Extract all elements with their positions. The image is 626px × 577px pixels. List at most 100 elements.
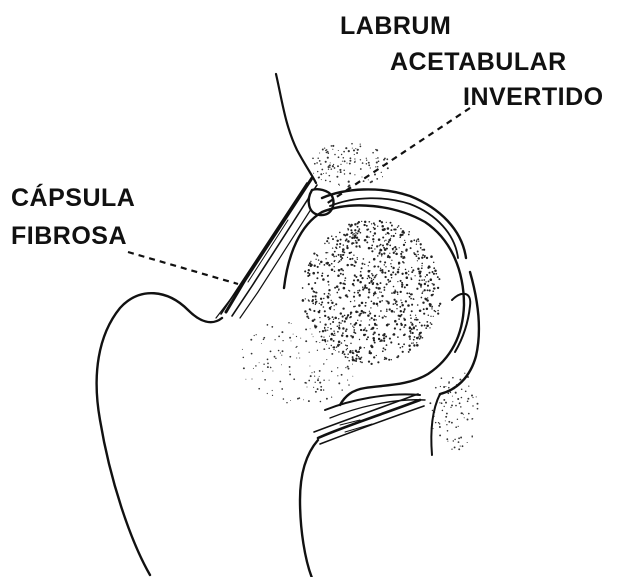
stipple-dot xyxy=(409,338,411,340)
stipple-dot xyxy=(360,271,362,273)
stipple-dot xyxy=(319,331,320,332)
stipple-dot xyxy=(332,238,334,240)
stipple-dot xyxy=(391,260,392,261)
stipple-dot xyxy=(382,176,383,177)
stipple-dot xyxy=(420,243,422,245)
stipple-dot xyxy=(394,246,396,248)
stipple-dot xyxy=(291,340,292,341)
stipple-dot xyxy=(347,348,348,349)
stipple-dot xyxy=(477,408,479,410)
stipple-dot xyxy=(289,371,290,372)
stipple-dot xyxy=(278,336,280,338)
stipple-dot xyxy=(401,304,403,306)
stipple-dot xyxy=(293,334,294,335)
stipple-dot xyxy=(355,161,356,162)
stipple-dot xyxy=(343,244,344,245)
stipple-dot xyxy=(298,353,299,354)
stipple-dot xyxy=(332,165,334,167)
stipple-dot xyxy=(407,304,410,307)
stipple-dot xyxy=(448,381,450,383)
stipple-dot xyxy=(324,323,326,325)
stipple-dot xyxy=(366,158,367,159)
stipple-dot xyxy=(318,259,319,260)
stipple-dot xyxy=(368,291,370,293)
stipple-dot xyxy=(383,347,385,349)
stipple-dot xyxy=(343,287,346,290)
stipple-dot xyxy=(296,336,297,337)
stipple-dot xyxy=(381,295,383,297)
stipple-dot xyxy=(389,280,391,282)
stipple-dot xyxy=(310,328,311,329)
stipple-dot xyxy=(270,367,271,368)
stipple-dot xyxy=(332,316,334,318)
stipple-dot xyxy=(452,377,454,379)
stipple-dot xyxy=(373,266,375,268)
stipple-dot xyxy=(341,154,342,155)
stipple-dot xyxy=(342,332,344,334)
stipple-dot xyxy=(410,247,412,249)
stipple-dot xyxy=(430,278,433,281)
stipple-dot xyxy=(360,146,362,148)
stipple-dot xyxy=(347,240,350,243)
stipple-dot xyxy=(393,228,395,230)
stipple-dot xyxy=(324,147,325,148)
stipple-dot xyxy=(411,342,412,343)
stipple-dot xyxy=(354,300,355,301)
stipple-dot xyxy=(355,358,357,360)
stipple-dot xyxy=(390,341,392,343)
stipple-dot xyxy=(404,286,406,288)
stipple-dot xyxy=(426,308,428,310)
stipple-dot xyxy=(379,220,381,222)
stipple-dot xyxy=(352,234,353,235)
stipple-dot xyxy=(253,368,254,369)
stipple-dot xyxy=(378,160,380,162)
stipple-dot xyxy=(432,271,434,273)
stipple-dot xyxy=(417,268,419,270)
stipple-dot xyxy=(323,348,325,350)
stipple-dot xyxy=(363,329,365,331)
stipple-dot xyxy=(376,319,377,320)
stipple-dot xyxy=(254,335,255,336)
stipple-dot xyxy=(355,332,357,334)
stipple-dot xyxy=(340,254,342,256)
stipple-dot xyxy=(326,263,328,265)
stipple-dot xyxy=(410,240,412,242)
stipple-dot xyxy=(454,446,456,448)
stipple-dot xyxy=(335,256,337,258)
stipple-dot xyxy=(427,289,429,291)
stipple-dot xyxy=(330,306,331,307)
stipple-dot xyxy=(380,310,382,312)
stipple-dot xyxy=(327,330,328,331)
stipple-dot xyxy=(410,277,411,278)
stipple-dot xyxy=(357,226,359,228)
stipple-dot xyxy=(409,330,411,332)
stipple-dot xyxy=(349,157,351,159)
stipple-dot xyxy=(340,312,342,314)
stipple-dot xyxy=(421,267,423,269)
stipple-dot xyxy=(462,445,464,447)
stipple-dot xyxy=(350,301,351,302)
stipple-dot xyxy=(384,248,387,251)
stipple-dot xyxy=(365,327,366,328)
stipple-dot xyxy=(464,417,465,418)
stipple-dot xyxy=(403,256,405,258)
stipple-dot xyxy=(355,311,358,314)
stipple-dot xyxy=(346,264,348,266)
stipple-dot xyxy=(348,224,350,226)
stipple-dot xyxy=(437,312,439,314)
stipple-dot xyxy=(308,400,310,402)
stipple-dot xyxy=(370,307,371,308)
capsula-leader xyxy=(128,252,238,284)
stipple-dot xyxy=(396,323,398,325)
stipple-dot xyxy=(310,375,312,377)
stipple-dot xyxy=(400,347,402,349)
stipple-dot xyxy=(331,302,333,304)
stipple-dot xyxy=(380,282,382,284)
stipple-dot xyxy=(330,323,332,325)
stipple-dot xyxy=(447,392,449,394)
stipple-dot xyxy=(416,342,417,343)
stipple-dot xyxy=(344,353,346,355)
stipple-dot xyxy=(308,300,310,302)
stipple-dot xyxy=(375,166,376,167)
stipple-dot xyxy=(328,242,329,243)
